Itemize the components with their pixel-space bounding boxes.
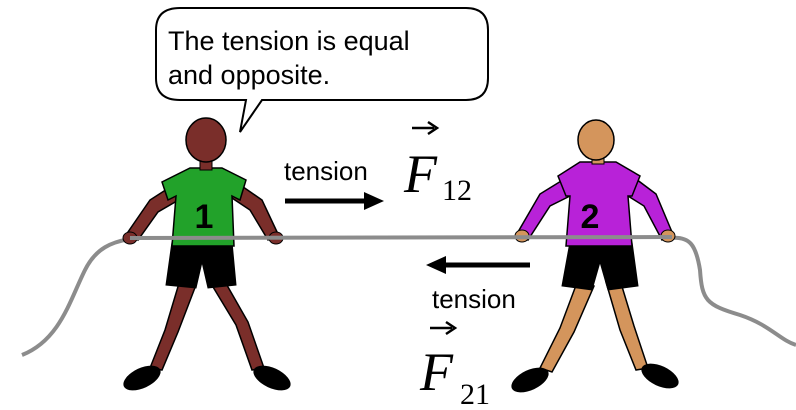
person-1-shorts: [165, 241, 237, 289]
force-12-word: tension: [284, 156, 368, 186]
rope-right-end: [669, 235, 796, 347]
person-2-right-shoe: [641, 363, 679, 389]
vector-arrow-icon: [412, 120, 440, 136]
speech-line-2: and opposite.: [168, 60, 330, 90]
force-12: tension F 12: [284, 120, 472, 210]
force-21-symbol: F: [419, 342, 454, 402]
person-2-shorts: [561, 241, 639, 291]
person-1-right-shoe: [253, 365, 291, 391]
person-2: [511, 119, 679, 393]
speech-bubble: The tension is equal and opposite.: [155, 7, 489, 133]
person-2-left-shoe: [511, 367, 549, 393]
force-12-symbol: F: [403, 144, 438, 204]
person-1-head: [185, 117, 227, 163]
person-1: [122, 117, 291, 391]
speech-line-1: The tension is equal: [168, 26, 410, 56]
person-1-left-shoe: [123, 365, 161, 391]
person-2-head: [577, 119, 615, 161]
rope: [129, 235, 673, 240]
person-2-label: 2: [581, 198, 600, 236]
person-1-legs: [148, 279, 266, 371]
vector-arrow-icon: [430, 320, 458, 336]
force-21: tension F 21: [419, 256, 530, 410]
person-2-shirt: [557, 161, 641, 247]
force-21-word: tension: [432, 284, 516, 314]
person-1-label: 1: [195, 198, 214, 236]
force-21-subscript: 21: [460, 378, 490, 410]
right-arrow-icon: [285, 192, 384, 210]
force-12-subscript: 12: [442, 174, 472, 207]
person-2-legs: [538, 279, 649, 373]
person-1-shirt: [161, 167, 247, 247]
left-arrow-icon: [426, 256, 530, 274]
rope-left-end: [21, 236, 141, 357]
speech-bubble-outline: [155, 7, 489, 133]
